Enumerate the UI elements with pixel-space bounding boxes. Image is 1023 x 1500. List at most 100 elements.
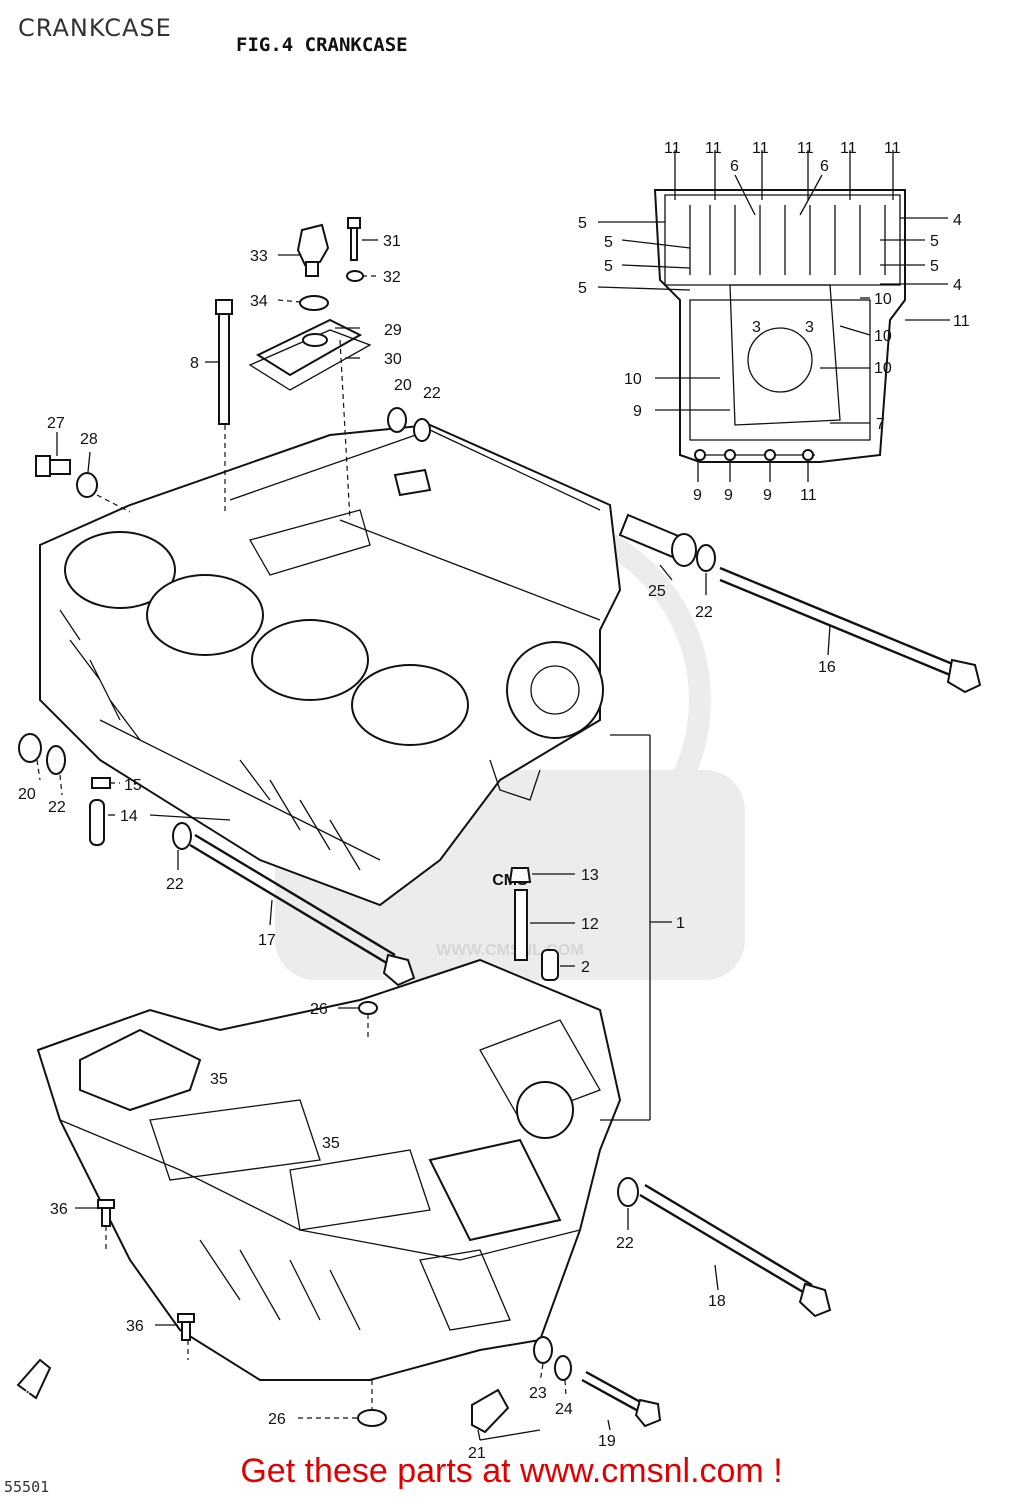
callout-30: 30	[384, 351, 402, 368]
long-bolt-16	[719, 566, 982, 694]
leader-lines	[36, 239, 831, 1441]
callout-4: 4	[953, 277, 962, 294]
callout-9: 9	[693, 487, 702, 504]
callout-32: 32	[383, 269, 401, 286]
callout-25: 25	[648, 583, 666, 600]
long-bolt-17	[189, 833, 416, 987]
footer-banner[interactable]: Get these parts at www.cmsnl.com !	[240, 1452, 783, 1490]
nut-24	[554, 1355, 572, 1381]
callout-labels: 11 11 11 11 11 11 6 6 5 5 5 5 4 5 5 4 10…	[578, 140, 970, 504]
callout-11: 11	[884, 140, 901, 157]
callout-5: 5	[604, 258, 613, 275]
callout-11: 11	[664, 140, 681, 157]
inset-leaders	[597, 150, 950, 482]
callout-11: 11	[800, 487, 817, 504]
lower-crankcase	[36, 958, 622, 1381]
callout-labels-main: 33 31 32 34 29 8 30 20 22 27 28 25 22 16…	[18, 233, 836, 1462]
callout-10: 10	[624, 371, 642, 388]
callout-14: 14	[120, 808, 138, 825]
callout-9: 9	[763, 487, 772, 504]
washer-22-lower	[617, 1177, 639, 1207]
o-ring-26-top	[358, 1001, 378, 1015]
callout-5: 5	[578, 215, 587, 232]
stud-12-13	[508, 867, 532, 961]
callout-6: 6	[820, 158, 829, 175]
callout-12: 12	[581, 916, 599, 933]
callout-34: 34	[250, 293, 268, 310]
callout-31: 31	[383, 233, 401, 250]
cover-bolt	[347, 217, 361, 261]
callout-33: 33	[250, 248, 268, 265]
callout-4: 4	[953, 212, 962, 229]
callout-9: 9	[724, 487, 733, 504]
dowel-25	[618, 513, 697, 567]
callout-22: 22	[166, 876, 184, 893]
callout-18: 18	[708, 1293, 726, 1310]
callout-11: 11	[705, 140, 722, 157]
o-ring-26-bottom	[357, 1409, 387, 1427]
callout-6: 6	[730, 158, 739, 175]
callout-27: 27	[47, 415, 65, 432]
corner-code: 55501	[4, 1478, 50, 1496]
dowel-2	[541, 949, 559, 981]
watermark-url: WWW.CMSNL.COM	[436, 942, 584, 959]
washer-32	[346, 270, 364, 282]
long-stud-bolt-8	[215, 299, 233, 425]
nut-washer-20-22-top	[387, 407, 431, 442]
callout-17: 17	[258, 932, 276, 949]
callout-11: 11	[840, 140, 857, 157]
callout-20: 20	[394, 377, 412, 394]
pin-15	[91, 777, 111, 789]
callout-29: 29	[384, 322, 402, 339]
callout-35: 35	[210, 1071, 228, 1088]
callout-35: 35	[322, 1135, 340, 1152]
crankcase-underside-inset	[653, 189, 906, 463]
oil-pressure-switch	[296, 223, 330, 277]
callout-5: 5	[930, 233, 939, 250]
callout-22: 22	[48, 799, 66, 816]
callout-26: 26	[310, 1001, 328, 1018]
callout-11: 11	[752, 140, 769, 157]
callout-22: 22	[616, 1235, 634, 1252]
gasket-28	[76, 472, 98, 498]
callout-36: 36	[50, 1201, 68, 1218]
callout-10: 10	[874, 291, 892, 308]
washer-22-mid	[172, 822, 192, 850]
callout-5: 5	[604, 234, 613, 251]
callout-5: 5	[578, 280, 587, 297]
callout-19: 19	[598, 1433, 616, 1450]
long-bolt-18	[639, 1183, 832, 1318]
callout-5: 5	[930, 258, 939, 275]
bolt-19	[581, 1370, 662, 1428]
bracket-21	[471, 1388, 510, 1434]
callout-10: 10	[874, 360, 892, 377]
callout-22: 22	[423, 385, 441, 402]
nut-washer-20-22-left	[18, 733, 66, 775]
callout-3: 3	[805, 319, 814, 336]
fwd-arrow-icon	[16, 1358, 52, 1400]
callout-28: 28	[80, 431, 98, 448]
washer-23	[533, 1336, 553, 1364]
callout-13: 13	[581, 867, 599, 884]
callout-23: 23	[529, 1385, 547, 1402]
callout-22: 22	[695, 604, 713, 621]
callout-8: 8	[190, 355, 199, 372]
o-ring-34	[299, 295, 329, 311]
callout-1: 1	[676, 915, 685, 932]
screw-36-upper	[97, 1199, 115, 1227]
callout-10: 10	[874, 328, 892, 345]
screw-36-lower	[177, 1313, 195, 1341]
page-title: CRANKCASE	[18, 14, 172, 42]
upper-crankcase	[39, 423, 622, 907]
callout-24: 24	[555, 1401, 573, 1418]
callout-11: 11	[953, 313, 970, 330]
callout-15: 15	[124, 777, 142, 794]
figure-title: FIG.4 CRANKCASE	[236, 34, 408, 56]
callout-3: 3	[752, 319, 761, 336]
drain-plug-27	[35, 455, 71, 477]
callout-20: 20	[18, 786, 36, 803]
callout-36: 36	[126, 1318, 144, 1335]
breather-cover	[248, 318, 372, 391]
callout-2: 2	[581, 959, 590, 976]
